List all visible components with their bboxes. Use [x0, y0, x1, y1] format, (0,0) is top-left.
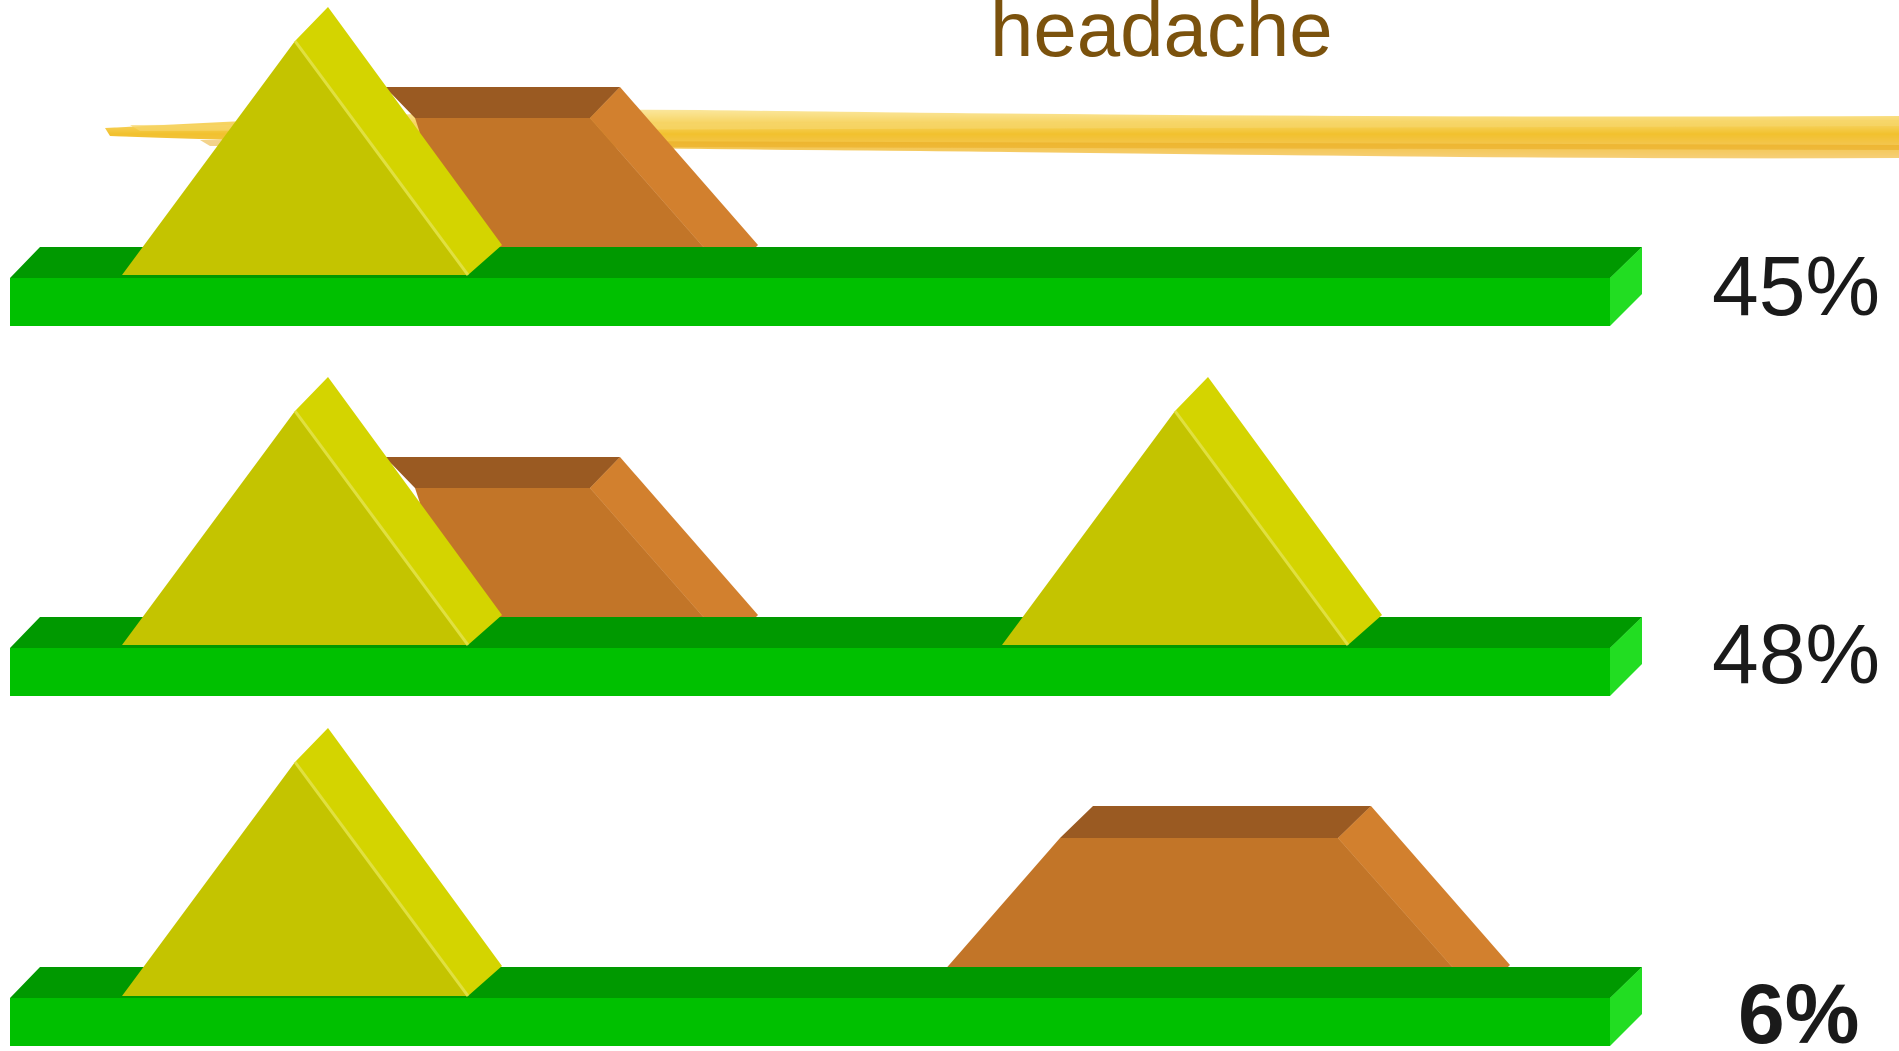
row-2-percentage: 48%	[1712, 607, 1881, 701]
row-2	[10, 377, 1642, 696]
row-1-percentage: 45%	[1712, 239, 1881, 333]
row-1	[10, 7, 1642, 326]
title-text: headache	[990, 0, 1333, 73]
pyramid-block	[1002, 377, 1382, 646]
trapezoid-block	[922, 806, 1510, 996]
row-3	[10, 728, 1642, 1046]
pyramid-block	[122, 7, 502, 276]
pyramid-block	[122, 728, 502, 997]
pyramid-block	[122, 377, 502, 646]
row-3-percentage: 6%	[1738, 967, 1860, 1051]
